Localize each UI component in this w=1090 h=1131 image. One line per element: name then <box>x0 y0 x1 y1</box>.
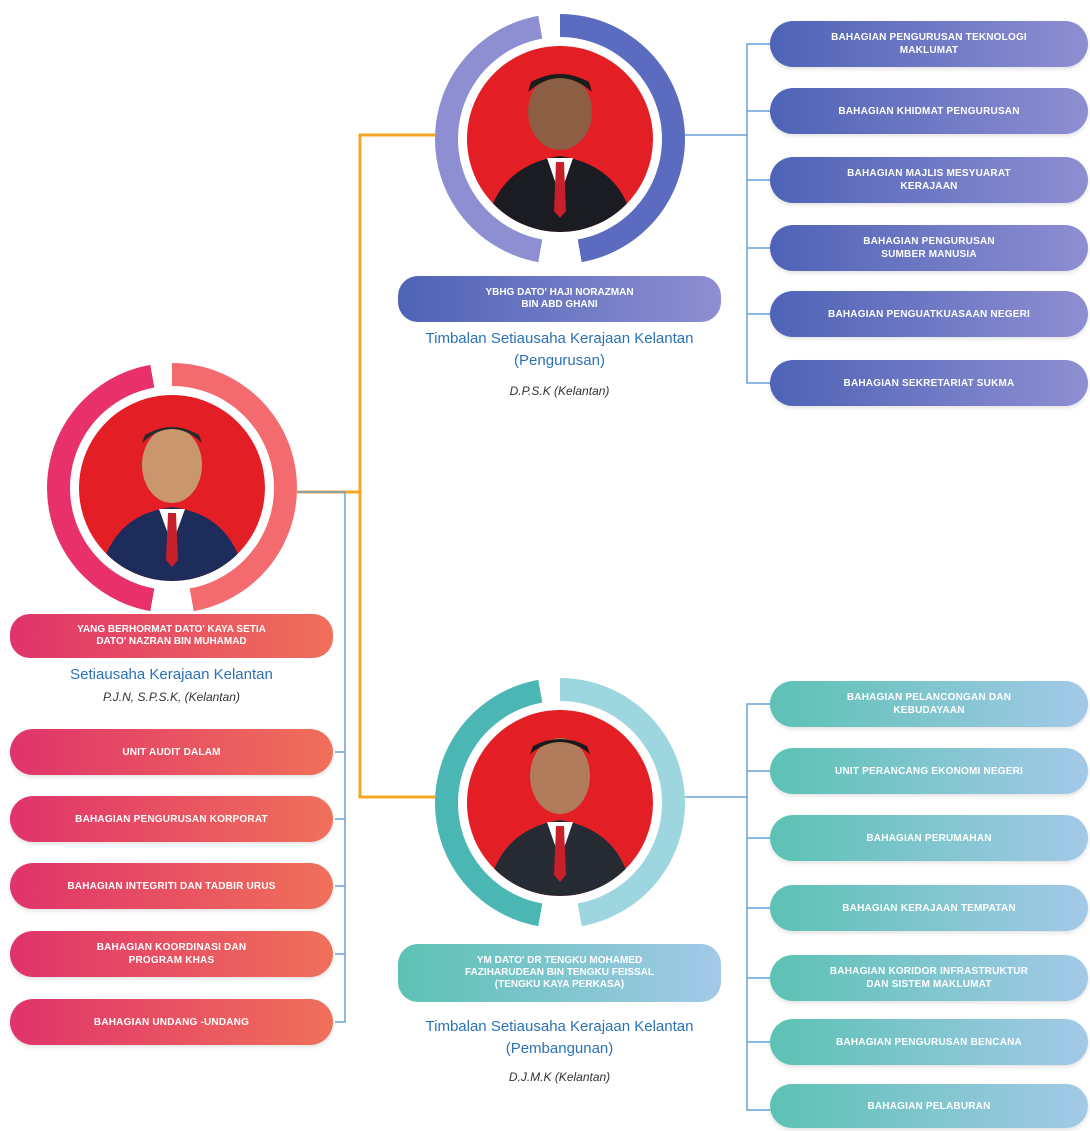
chief-honours: P.J.N, S.P.S.K, (Kelantan) <box>103 690 240 704</box>
chief-portrait <box>79 395 265 581</box>
person-silhouette-icon <box>485 74 635 232</box>
person-silhouette-icon <box>99 427 245 581</box>
development-name-bar: YM DATO' DR TENGKU MOHAMED FAZIHARUDEAN … <box>398 944 721 1002</box>
chief-title: Setiausaha Kerajaan Kelantan <box>70 666 273 683</box>
connector-chief-to-development <box>358 492 435 799</box>
management-honours: D.P.S.K (Kelantan) <box>509 384 610 398</box>
development-unit-1[interactable]: UNIT PERANCANG EKONOMI NEGERI <box>770 748 1088 794</box>
development-unit-0[interactable]: BAHAGIAN PELANCONGAN DAN KEBUDAYAAN <box>770 681 1088 727</box>
development-unit-5[interactable]: BAHAGIAN PENGURUSAN BENCANA <box>770 1019 1088 1065</box>
chief-unit-2[interactable]: BAHAGIAN INTEGRITI DAN TADBIR URUS <box>10 863 333 909</box>
development-unit-6[interactable]: BAHAGIAN PELABURAN <box>770 1084 1088 1128</box>
management-unit-5[interactable]: BAHAGIAN SEKRETARIAT SUKMA <box>770 360 1088 406</box>
management-name-bar: YBHG DATO' HAJI NORAZMAN BIN ABD GHANI <box>398 276 721 322</box>
management-unit-0[interactable]: BAHAGIAN PENGURUSAN TEKNOLOGI MAKLUMAT <box>770 21 1088 67</box>
chief-unit-0[interactable]: UNIT AUDIT DALAM <box>10 729 333 775</box>
development-unit-2[interactable]: BAHAGIAN PERUMAHAN <box>770 815 1088 861</box>
development-unit-4[interactable]: BAHAGIAN KORIDOR INFRASTRUKTUR DAN SISTE… <box>770 955 1088 1001</box>
development-portrait <box>467 710 653 896</box>
management-title: Timbalan Setiausaha Kerajaan Kelantan (P… <box>425 330 694 369</box>
person-silhouette-icon <box>487 738 633 896</box>
management-unit-3[interactable]: BAHAGIAN PENGURUSAN SUMBER MANUSIA <box>770 225 1088 271</box>
management-unit-1[interactable]: BAHAGIAN KHIDMAT PENGURUSAN <box>770 88 1088 134</box>
development-honours: D.J.M.K (Kelantan) <box>508 1070 611 1084</box>
management-portrait <box>467 46 653 232</box>
chief-name-bar: YANG BERHORMAT DATO' KAYA SETIA DATO' NA… <box>10 614 333 658</box>
development-unit-3[interactable]: BAHAGIAN KERAJAAN TEMPATAN <box>770 885 1088 931</box>
chief-unit-3[interactable]: BAHAGIAN KOORDINASI DAN PROGRAM KHAS <box>10 931 333 977</box>
management-unit-2[interactable]: BAHAGIAN MAJLIS MESYUARAT KERAJAAN <box>770 157 1088 203</box>
chief-unit-1[interactable]: BAHAGIAN PENGURUSAN KORPORAT <box>10 796 333 842</box>
development-title: Timbalan Setiausaha Kerajaan Kelantan (P… <box>425 1018 694 1057</box>
management-unit-4[interactable]: BAHAGIAN PENGUATKUASAAN NEGERI <box>770 291 1088 337</box>
chief-unit-4[interactable]: BAHAGIAN UNDANG -UNDANG <box>10 999 333 1045</box>
connector-chief-units <box>297 491 346 1023</box>
